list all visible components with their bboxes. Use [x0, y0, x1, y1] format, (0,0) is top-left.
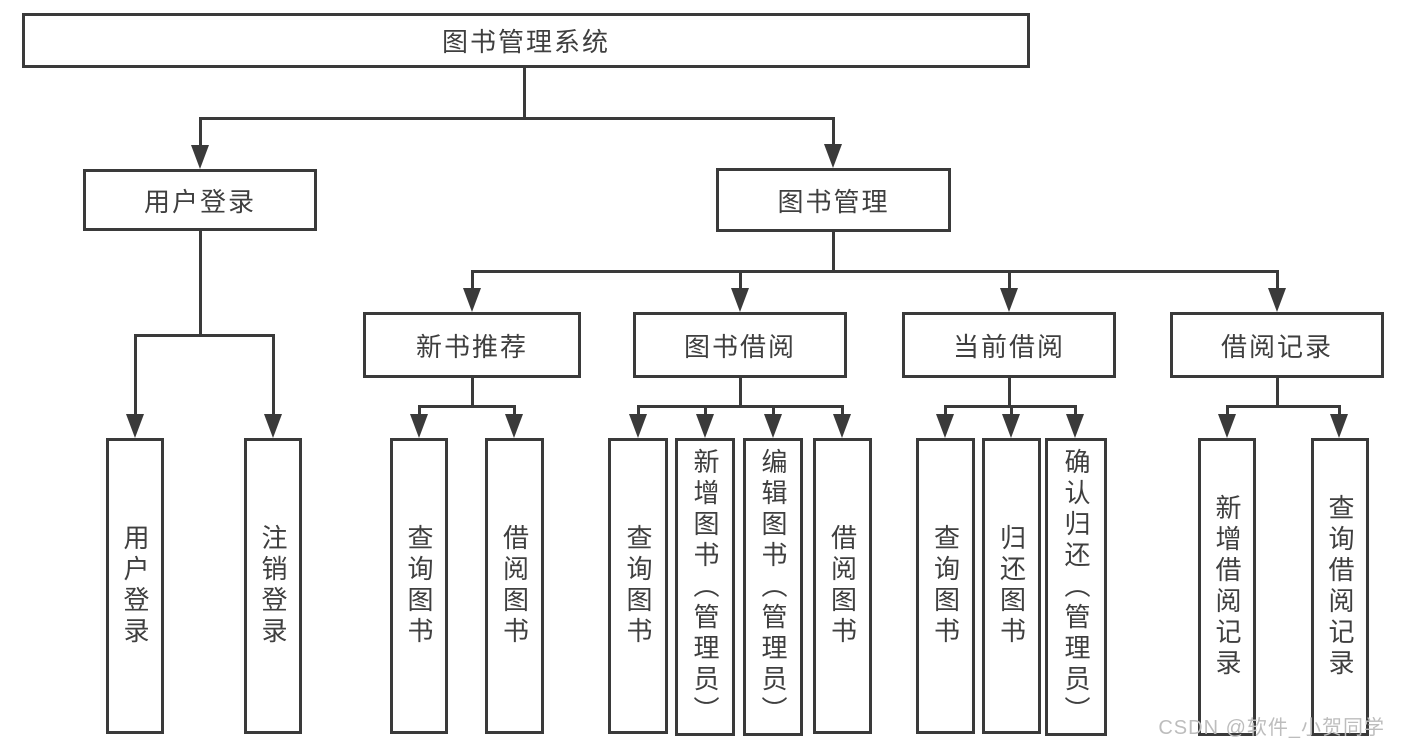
arrowhead-down-icon — [764, 414, 782, 438]
node-label: 用户登录 — [120, 524, 150, 648]
arrowhead-down-icon — [1066, 414, 1084, 438]
arrowhead-down-icon — [505, 414, 523, 438]
node-label: 图书管理 — [777, 186, 890, 217]
connector-line — [272, 334, 275, 416]
leaf-confirm-return-admin: 确认归还（管理员） — [1045, 438, 1107, 736]
connector-line — [739, 378, 742, 408]
arrowhead-down-icon — [1000, 288, 1018, 312]
arrowhead-down-icon — [1268, 288, 1286, 312]
leaf-return-book: 归还图书 — [982, 438, 1041, 734]
leaf-borrow-book-2: 借阅图书 — [813, 438, 872, 734]
connector-line — [199, 231, 202, 336]
connector-line — [134, 334, 275, 337]
connector-line — [199, 117, 835, 120]
arrowhead-down-icon — [629, 414, 647, 438]
node-label: 编辑图书（管理员） — [758, 447, 788, 727]
arrowhead-down-icon — [1218, 414, 1236, 438]
connector-line — [832, 232, 835, 272]
node-label: 注销登录 — [258, 524, 288, 648]
node-label: 借阅图书 — [827, 524, 858, 648]
node-label: 当前借阅 — [952, 331, 1065, 362]
arrowhead-down-icon — [1002, 414, 1020, 438]
connector-line — [832, 117, 835, 146]
arrowhead-down-icon — [696, 414, 714, 438]
arrowhead-down-icon — [463, 288, 481, 312]
node-label: 借阅记录 — [1220, 331, 1333, 362]
leaf-add-book-admin: 新增图书（管理员） — [675, 438, 735, 736]
connector-line — [471, 270, 1279, 273]
leaf-query-book-3: 查询图书 — [916, 438, 975, 734]
arrowhead-down-icon — [191, 145, 209, 169]
arrowhead-down-icon — [264, 414, 282, 438]
connector-line — [1226, 405, 1341, 408]
connector-line — [704, 405, 707, 417]
arrowhead-down-icon — [731, 288, 749, 312]
node-label: 查询借阅记录 — [1325, 494, 1355, 680]
arrowhead-down-icon — [824, 144, 842, 168]
arrowhead-down-icon — [126, 414, 144, 438]
connector-line — [1226, 405, 1229, 417]
connector-line — [944, 405, 947, 417]
node-label: 新增图书（管理员） — [690, 447, 720, 727]
connector-line — [513, 405, 516, 417]
node-label: 查询图书 — [623, 524, 653, 648]
node-label: 新增借阅记录 — [1212, 494, 1242, 680]
leaf-query-book-2: 查询图书 — [608, 438, 668, 734]
node-label: 确认归还（管理员） — [1061, 447, 1091, 727]
leaf-user-login: 用户登录 — [106, 438, 164, 734]
leaf-borrow-book-1: 借阅图书 — [485, 438, 544, 734]
node-current-borrow: 当前借阅 — [902, 312, 1116, 378]
connector-line — [1338, 405, 1341, 417]
connector-line — [637, 405, 844, 408]
node-book-management: 图书管理 — [716, 168, 951, 232]
arrowhead-down-icon — [936, 414, 954, 438]
connector-line — [1010, 405, 1013, 417]
node-label: 查询图书 — [404, 524, 434, 648]
connector-line — [1276, 378, 1279, 408]
arrowhead-down-icon — [833, 414, 851, 438]
connector-line — [841, 405, 844, 417]
connector-line — [1008, 378, 1011, 408]
csdn-watermark: CSDN @软件_小贺同学 — [1158, 717, 1385, 739]
node-label: 图书管理系统 — [441, 27, 610, 57]
node-label: 借阅图书 — [499, 524, 530, 648]
leaf-add-borrow-record: 新增借阅记录 — [1198, 438, 1256, 736]
leaf-edit-book-admin: 编辑图书（管理员） — [743, 438, 803, 736]
node-label: 新书推荐 — [415, 331, 528, 362]
connector-line — [523, 68, 526, 120]
connector-line — [1074, 405, 1077, 417]
connector-line — [199, 117, 202, 147]
node-label: 归还图书 — [996, 524, 1027, 648]
connector-line — [739, 270, 742, 290]
connector-line — [637, 405, 640, 417]
connector-line — [1008, 270, 1011, 290]
connector-line — [1276, 270, 1279, 290]
leaf-logout: 注销登录 — [244, 438, 302, 734]
connector-line — [134, 334, 137, 416]
connector-line — [418, 405, 516, 408]
connector-line — [471, 270, 474, 290]
leaf-query-book-1: 查询图书 — [390, 438, 448, 734]
leaf-query-borrow-record: 查询借阅记录 — [1311, 438, 1369, 736]
connector-line — [772, 405, 775, 417]
node-user-login: 用户登录 — [83, 169, 317, 231]
arrowhead-down-icon — [1330, 414, 1348, 438]
node-borrow-record: 借阅记录 — [1170, 312, 1384, 378]
connector-line — [471, 378, 474, 408]
node-root-library-system: 图书管理系统 — [22, 13, 1030, 68]
node-label: 图书借阅 — [683, 331, 796, 362]
node-new-book-recommend: 新书推荐 — [363, 312, 581, 378]
node-book-borrow: 图书借阅 — [633, 312, 847, 378]
arrowhead-down-icon — [410, 414, 428, 438]
node-label: 查询图书 — [930, 524, 961, 648]
connector-line — [418, 405, 421, 417]
node-label: 用户登录 — [143, 186, 256, 217]
